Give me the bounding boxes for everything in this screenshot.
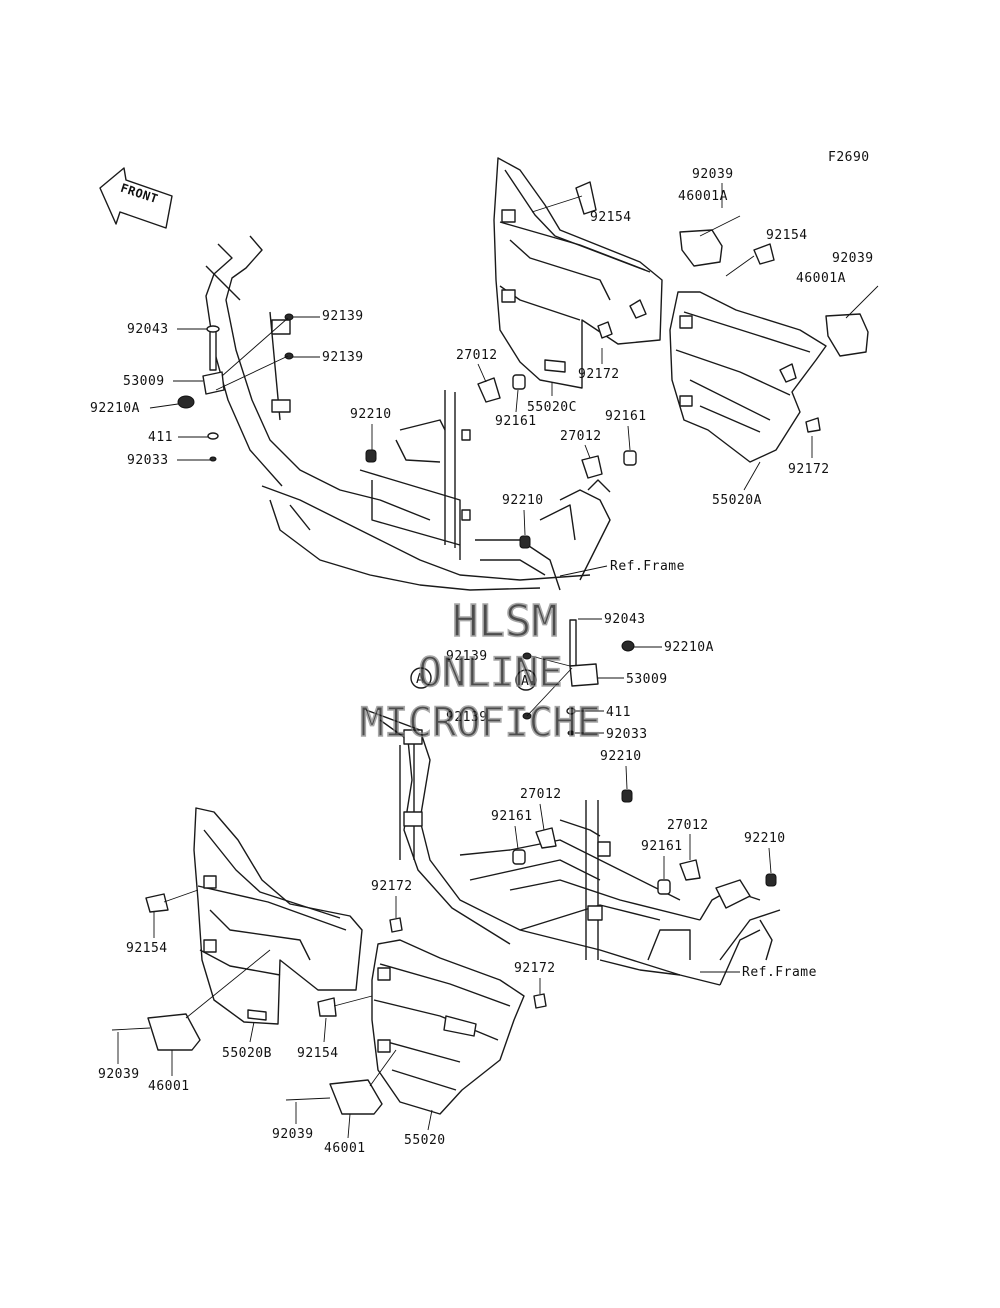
upper-right-labels: 92039 46001A 92154 92154 92039 46001A 92… — [527, 167, 874, 508]
label-92172: 92172 — [578, 367, 620, 382]
lower-hardware — [111, 889, 547, 1115]
label-92139: 92139 — [322, 350, 364, 365]
label-92161: 92161 — [641, 839, 683, 854]
label-ref-frame: Ref.Frame — [742, 965, 817, 980]
lower-guard-55020B — [193, 807, 363, 1025]
svg-text:HLSM: HLSM — [452, 596, 558, 647]
label-27012: 27012 — [456, 348, 498, 363]
label-92154: 92154 — [766, 228, 808, 243]
label-92043: 92043 — [127, 322, 169, 337]
label-92154: 92154 — [126, 941, 168, 956]
label-92161: 92161 — [495, 414, 537, 429]
upper-frame-drawing — [205, 235, 611, 591]
label-92172: 92172 — [371, 879, 413, 894]
upper-hardware-right — [531, 181, 879, 433]
label-92210A: 92210A — [664, 640, 714, 655]
label-92039: 92039 — [272, 1127, 314, 1142]
label-55020A: 55020A — [712, 493, 762, 508]
label-53009: 53009 — [123, 374, 165, 389]
figure-code: F2690 — [828, 150, 870, 165]
label-92210A: 92210A — [90, 401, 140, 416]
label-411: 411 — [606, 705, 631, 720]
label-92172: 92172 — [514, 961, 556, 976]
label-46001A: 46001A — [678, 189, 728, 204]
label-27012: 27012 — [560, 429, 602, 444]
label-92033: 92033 — [606, 727, 648, 742]
label-92210: 92210 — [502, 493, 544, 508]
upper-left-hardware — [177, 313, 294, 462]
lower-guard-55020 — [371, 939, 525, 1115]
circle-marker-a: A — [515, 669, 537, 691]
lower-frame-drawing — [365, 709, 781, 986]
label-411: 411 — [148, 430, 173, 445]
label-92172: 92172 — [788, 462, 830, 477]
label-92043: 92043 — [604, 612, 646, 627]
svg-text:MICROFICHE: MICROFICHE — [360, 700, 601, 746]
label-92210: 92210 — [600, 749, 642, 764]
label-92154: 92154 — [590, 210, 632, 225]
center-hardware — [522, 619, 635, 736]
svg-text:ONLINE: ONLINE — [418, 650, 563, 696]
label-92039: 92039 — [832, 251, 874, 266]
label-46001A: 46001A — [796, 271, 846, 286]
upper-guard-55020A — [669, 291, 827, 463]
circle-marker-a: A — [410, 667, 432, 689]
label-92161: 92161 — [605, 409, 647, 424]
front-arrow-icon: FRONT — [99, 167, 173, 229]
label-92039: 92039 — [98, 1067, 140, 1082]
lower-mid-labels: 92210 27012 92161 27012 92161 92210 Ref.… — [491, 749, 817, 980]
label-27012: 27012 — [667, 818, 709, 833]
label-92139: 92139 — [322, 309, 364, 324]
label-92210: 92210 — [350, 407, 392, 422]
label-92210: 92210 — [744, 831, 786, 846]
label-46001: 46001 — [324, 1141, 366, 1156]
label-ref-frame: Ref.Frame — [610, 559, 685, 574]
center-labels: 92043 92210A 92139 53009 92139 411 92033 — [446, 612, 714, 742]
label-92139: 92139 — [446, 649, 488, 664]
label-55020C: 55020C — [527, 400, 577, 415]
label-55020: 55020 — [404, 1133, 446, 1148]
label-53009: 53009 — [626, 672, 668, 687]
label-92154: 92154 — [297, 1046, 339, 1061]
upper-left-labels: 92139 92139 92043 53009 92210A 411 92033 — [90, 309, 364, 468]
lower-labels: 92172 92154 92172 55020B 92154 92039 460… — [98, 879, 556, 1156]
label-92139: 92139 — [446, 710, 488, 725]
watermark: HLSM ONLINE MICROFICHE — [359, 595, 601, 747]
upper-mid-hardware — [365, 374, 637, 549]
label-55020B: 55020B — [222, 1046, 272, 1061]
lower-mid-hardware — [512, 789, 777, 895]
label-92161: 92161 — [491, 809, 533, 824]
label-92033: 92033 — [127, 453, 169, 468]
svg-text:A: A — [416, 672, 424, 687]
label-92039: 92039 — [692, 167, 734, 182]
label-27012: 27012 — [520, 787, 562, 802]
svg-text:A: A — [521, 674, 529, 689]
upper-mid-labels: 27012 92210 92161 27012 92161 92210 Ref.… — [350, 348, 685, 577]
label-46001: 46001 — [148, 1079, 190, 1094]
